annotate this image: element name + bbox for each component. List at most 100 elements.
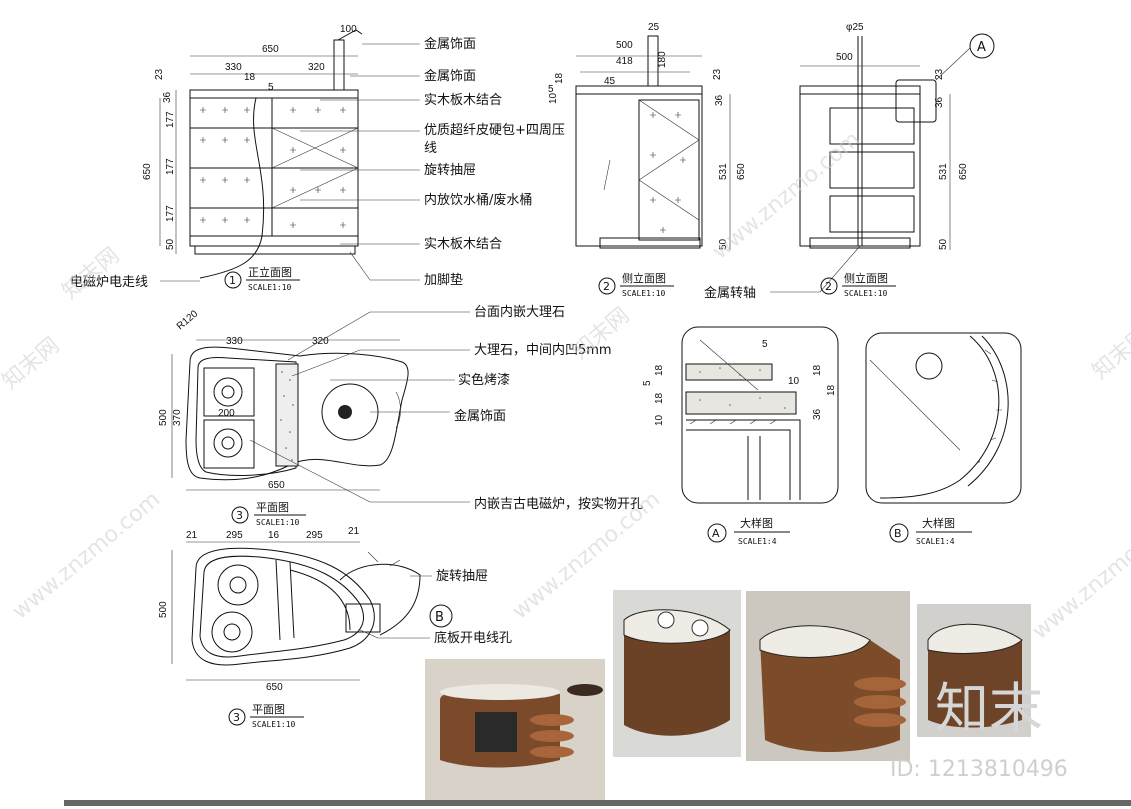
dim-21b: 21 (348, 526, 360, 537)
caption-num-plan2: 3 (233, 711, 240, 724)
plan-view-2: B 21 295 16 295 21 500 650 旋转抽屉 底板开电线孔 3… (158, 526, 512, 729)
label-wood-2: 实木板木结合 (424, 237, 502, 252)
label-marble-recess: 大理石，中间内凹5mm (474, 342, 612, 358)
render-photo-2 (613, 590, 741, 757)
dim-23s: 23 (712, 68, 723, 80)
dim-25: 25 (648, 22, 660, 33)
label-foot-pad: 加脚垫 (424, 272, 463, 288)
dim-330p: 330 (226, 336, 243, 347)
label-wood-1: 实木板木结合 (424, 93, 502, 108)
front-elevation: 100 650 330 320 18 5 23 36 177 177 177 5… (70, 24, 565, 292)
dim-23b: 23 (934, 68, 945, 80)
dim-36b: 36 (934, 96, 945, 108)
label-metal-axis: 金属转轴 (704, 285, 756, 301)
dim-177b: 177 (165, 158, 176, 175)
dim-177c: 177 (165, 205, 176, 222)
dim-10s: 10 (548, 92, 559, 104)
label-induction: 内嵌吉古电磁炉，按实物开孔 (474, 496, 643, 512)
label-metal-2: 金属饰面 (424, 68, 476, 84)
caption-num-front: 1 (229, 274, 236, 287)
dim-5s: 5 (548, 84, 554, 95)
dim-45: 45 (604, 76, 616, 87)
bottom-bar (64, 800, 1131, 806)
watermark-brand-2: 知末网 (58, 243, 125, 305)
caption-scale-side2: SCALE1:10 (844, 289, 888, 298)
caption-title-side1: 侧立面图 (622, 271, 666, 285)
dim-5: 5 (268, 82, 274, 93)
dim-500q: 500 (158, 601, 169, 618)
dim-a-10b: 10 (654, 414, 665, 426)
dim-21a: 21 (186, 530, 198, 541)
label-leather: 优质超纤皮硬包+四周压 (424, 123, 565, 138)
caption-num-side1: 2 (603, 280, 610, 293)
dim-a-18c: 18 (812, 364, 823, 376)
dim-50s: 50 (718, 238, 729, 250)
detail-a: 5 10 5 18 18 10 18 18 36 A 大样图 SCALE1:4 (642, 326, 839, 546)
dim-650s: 650 (736, 163, 747, 180)
dim-418: 418 (616, 56, 633, 67)
dim-a-36: 36 (812, 408, 823, 420)
dim-50b: 50 (938, 238, 949, 250)
watermark-id: ID: 1213810496 (890, 757, 1068, 782)
watermark-brand-4: 知末网 (1088, 323, 1131, 385)
dim-a-10: 10 (788, 376, 800, 387)
watermark-site-4: www.znzmo.com (1028, 507, 1131, 645)
dim-330: 330 (225, 62, 242, 73)
dim-531s: 531 (718, 163, 729, 180)
render-photo-4 (917, 604, 1031, 737)
caption-scale-front: SCALE1:10 (248, 283, 292, 292)
plan-view-1: R120 330 320 500 370 200 650 台面内嵌大理石 大理石… (158, 304, 643, 527)
dim-650b: 650 (958, 163, 969, 180)
label-cable-hole: 底板开电线孔 (434, 630, 512, 646)
dim-r120: R120 (175, 308, 201, 332)
caption-scale-side1: SCALE1:10 (622, 289, 666, 298)
caption-num-plan1: 3 (236, 509, 243, 522)
label-leather-cont: 线 (424, 141, 437, 156)
label-bucket: 内放饮水桶/废水桶 (424, 192, 532, 208)
detail-b: B 大样图 SCALE1:4 (865, 332, 1022, 546)
dim-16: 16 (268, 530, 280, 541)
dim-295b: 295 (306, 530, 323, 541)
dim-a-5b: 5 (642, 380, 653, 386)
dim-23: 23 (154, 68, 165, 80)
label-marble-inlay: 台面内嵌大理石 (474, 304, 565, 320)
dim-100: 100 (340, 24, 357, 35)
dim-36s: 36 (714, 94, 725, 106)
label-cable: 电磁炉电走线 (70, 275, 148, 290)
watermark-brand-1: 知末网 (0, 333, 64, 395)
caption-title-a: 大样图 (740, 516, 773, 530)
callout-a: A (977, 40, 986, 55)
dim-500: 500 (616, 40, 633, 51)
dim-a-18b: 18 (654, 392, 665, 404)
caption-title-b: 大样图 (922, 516, 955, 530)
dim-177a: 177 (165, 111, 176, 128)
dim-180: 180 (657, 51, 668, 68)
dim-500p: 500 (158, 409, 169, 426)
watermark-logo: 知末 (935, 677, 1043, 740)
caption-scale-a: SCALE1:4 (738, 537, 777, 546)
dim-295a: 295 (226, 530, 243, 541)
callout-b: B (435, 610, 444, 625)
dim-320p: 320 (312, 336, 329, 347)
dim-a-18d: 18 (826, 384, 837, 396)
label-metal-plan: 金属饰面 (454, 408, 506, 424)
watermark-site-1: www.znzmo.com (8, 487, 165, 625)
dim-320: 320 (308, 62, 325, 73)
leather-pattern (200, 107, 359, 228)
dim-18s: 18 (554, 72, 565, 84)
label-paint: 实色烤漆 (458, 372, 510, 388)
dim-phi25: φ25 (846, 22, 864, 33)
label-metal-1: 金属饰面 (424, 36, 476, 52)
dim-50: 50 (165, 238, 176, 250)
side-elevation-2: A φ25 500 23 36 531 650 50 金属转轴 2 侧立面图 S… (704, 22, 995, 301)
caption-title-side2: 侧立面图 (844, 271, 888, 285)
caption-title-plan1: 平面图 (256, 501, 289, 514)
dim-650p: 650 (268, 480, 285, 491)
caption-scale-plan1: SCALE1:10 (256, 518, 300, 527)
dim-500b: 500 (836, 52, 853, 63)
caption-letter-a: A (712, 527, 720, 540)
dim-200p: 200 (218, 408, 235, 419)
dim-18: 18 (244, 72, 256, 83)
dim-531b: 531 (938, 163, 949, 180)
label-drawer: 旋转抽屉 (424, 163, 476, 178)
